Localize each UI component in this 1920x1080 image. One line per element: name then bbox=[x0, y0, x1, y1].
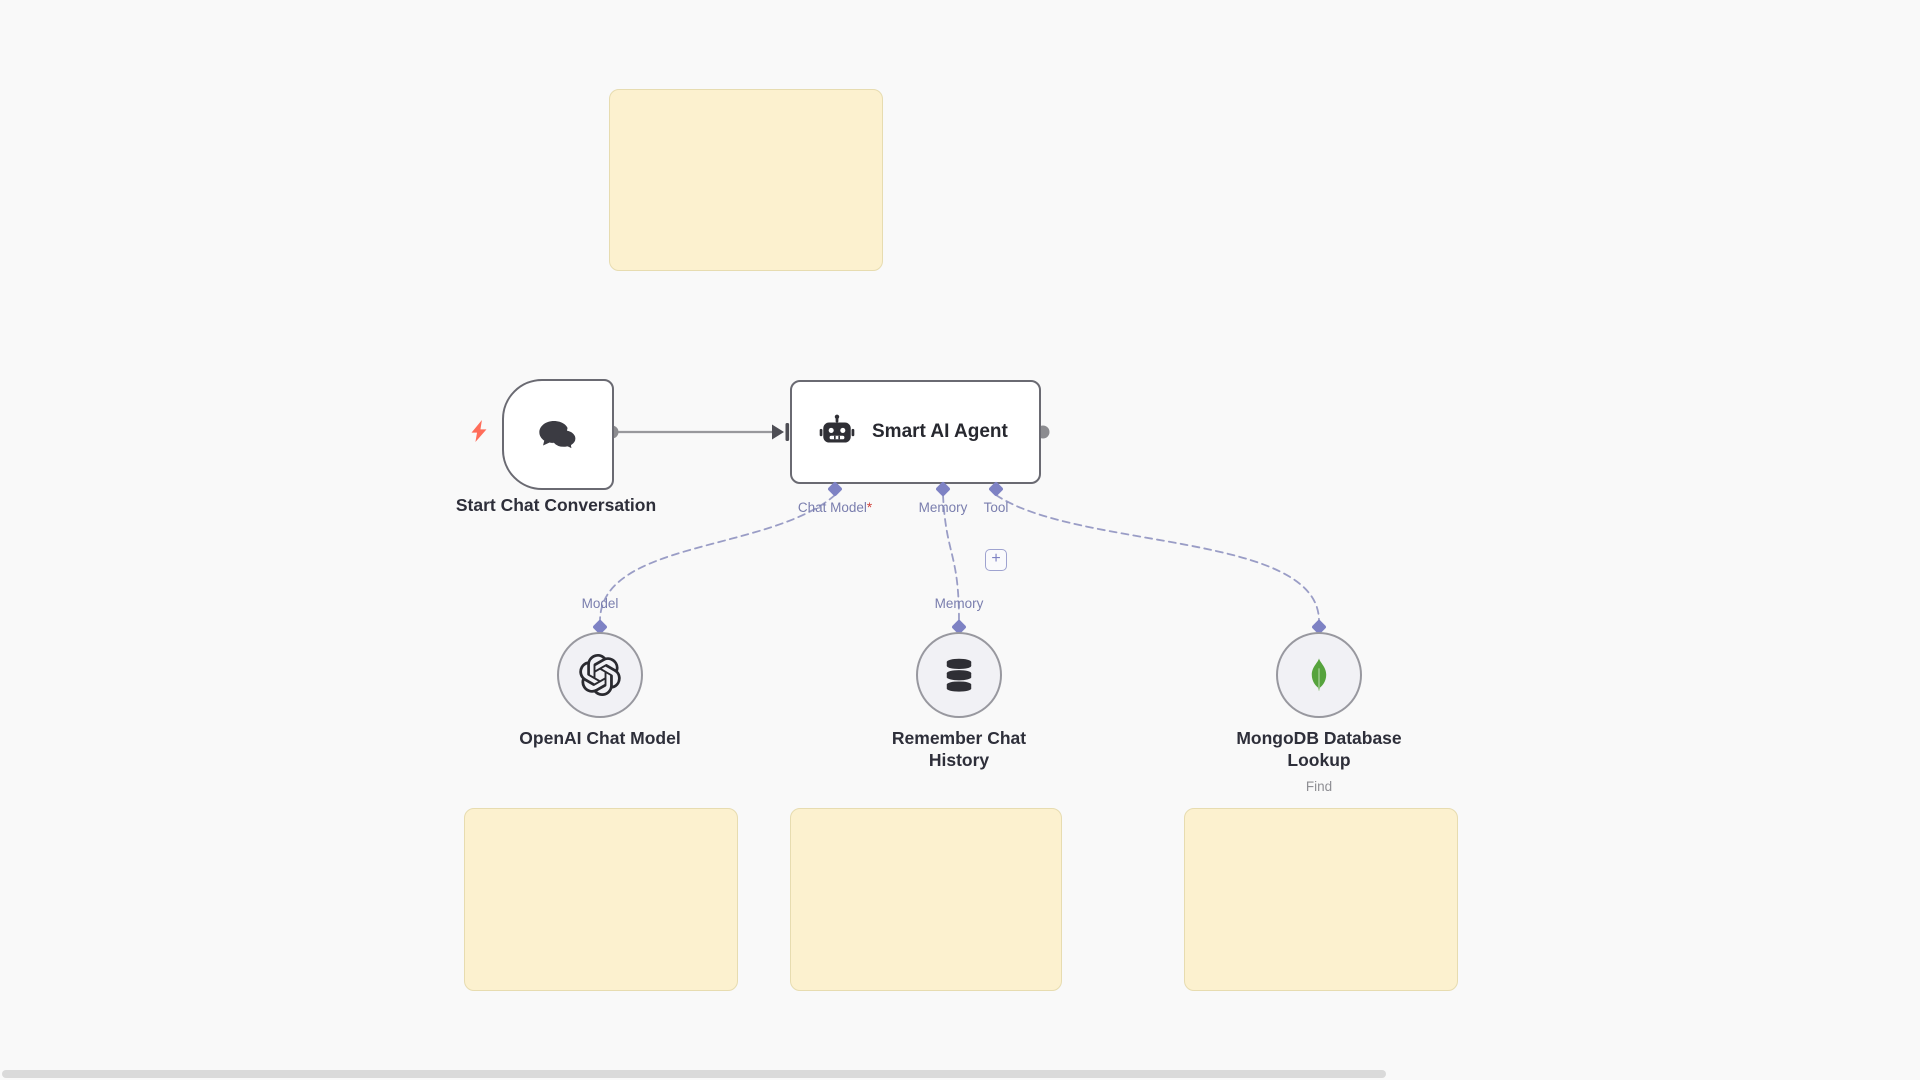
sticky-note[interactable] bbox=[609, 89, 883, 271]
required-marker: * bbox=[866, 500, 873, 515]
trigger-node-label: Start Chat Conversation bbox=[455, 495, 657, 515]
agent-node-title: Smart AI Agent bbox=[872, 421, 1008, 442]
mongodb-node-label: MongoDB Database Lookup bbox=[1236, 728, 1402, 770]
openai-node-label: OpenAI Chat Model bbox=[519, 728, 681, 748]
connection-tool[interactable] bbox=[995, 494, 1320, 622]
node-openai-chat-model[interactable] bbox=[557, 632, 643, 718]
mongodb-leaf-icon bbox=[1311, 658, 1327, 691]
subnode-port-label-model: Model bbox=[581, 596, 619, 611]
chat-bubbles-icon bbox=[539, 420, 578, 452]
connection-arrowhead-icon bbox=[772, 424, 784, 440]
node-remember-chat-history[interactable] bbox=[916, 632, 1002, 718]
agent-port-label-memory: Memory bbox=[918, 500, 968, 515]
agent-port-label-tool: Tool bbox=[983, 500, 1009, 515]
node-start-chat-trigger[interactable] bbox=[502, 379, 614, 490]
openai-logo-icon bbox=[579, 654, 621, 696]
sticky-note[interactable] bbox=[1184, 808, 1458, 991]
lightning-bolt-icon bbox=[471, 419, 487, 443]
node-mongodb-lookup[interactable] bbox=[1276, 632, 1362, 718]
agent-port-label-chat-model: Chat Model* bbox=[797, 500, 873, 515]
node-smart-ai-agent[interactable]: Smart AI Agent bbox=[790, 380, 1041, 484]
horizontal-scrollbar[interactable] bbox=[2, 1070, 1386, 1078]
sticky-note[interactable] bbox=[790, 808, 1062, 991]
add-tool-button[interactable]: + bbox=[985, 549, 1007, 571]
database-icon bbox=[946, 658, 972, 692]
memory-node-label: Remember Chat History bbox=[891, 728, 1027, 770]
mongodb-node-operation: Find bbox=[1305, 779, 1333, 794]
agent-input-port[interactable] bbox=[785, 423, 790, 441]
robot-icon bbox=[819, 414, 855, 443]
subnode-port-label-memory: Memory bbox=[934, 596, 984, 611]
sticky-note[interactable] bbox=[464, 808, 738, 991]
